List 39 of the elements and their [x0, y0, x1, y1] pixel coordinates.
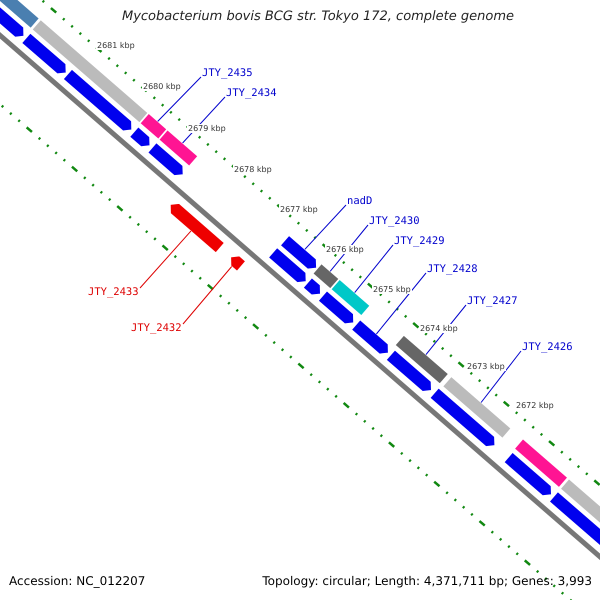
gene-block	[394, 334, 449, 384]
gene-label: JTY_2430	[369, 215, 420, 227]
gene-label: JTY_2433	[88, 286, 139, 298]
scale-label: 2680 kbp	[142, 82, 182, 91]
leader-line	[376, 272, 426, 334]
title: Mycobacterium bovis BCG str. Tokyo 172, complete genome	[122, 9, 514, 24]
gene-block	[230, 256, 246, 272]
scale-label: 2673 kbp	[466, 362, 506, 371]
leader-line	[140, 230, 192, 288]
scale-label: 2679 kbp	[187, 124, 227, 133]
gene-block	[442, 376, 512, 439]
gene-block	[312, 263, 340, 290]
gene-block	[170, 203, 225, 254]
gene-label: JTY_2427	[467, 295, 518, 307]
gene-block	[351, 319, 389, 354]
leader-line	[354, 244, 394, 294]
scale-label: 2676 kbp	[325, 245, 365, 254]
leader-line	[157, 76, 202, 122]
scale-label: 2675 kbp	[372, 285, 412, 294]
leader-line	[182, 266, 232, 324]
gene-label: JTY_2432	[131, 322, 182, 334]
scale-label: 2672 kbp	[515, 401, 555, 410]
gene-label: nadD	[347, 195, 372, 207]
leader-line	[480, 350, 522, 403]
scale-label: 2678 kbp	[233, 165, 273, 174]
gene-label: JTY_2429	[394, 235, 445, 247]
leader-line	[304, 204, 346, 250]
gene-label: JTY_2426	[522, 341, 573, 353]
gene-block	[140, 112, 168, 140]
scale-label: 2681 kbp	[96, 41, 136, 50]
scale-label: 2674 kbp	[419, 324, 459, 333]
gene-block	[330, 278, 370, 316]
genome-summary-text: Topology: circular; Length: 4,371,711 bp; Genes: 3,993	[262, 574, 592, 588]
scale-label: 2677 kbp	[279, 205, 319, 214]
gene-block	[280, 235, 317, 270]
gene-label: JTY_2435	[202, 67, 253, 79]
gene-label: JTY_2428	[427, 263, 478, 275]
gene-label: JTY_2434	[226, 87, 277, 99]
accession-text: Accession: NC_012207	[9, 574, 146, 588]
